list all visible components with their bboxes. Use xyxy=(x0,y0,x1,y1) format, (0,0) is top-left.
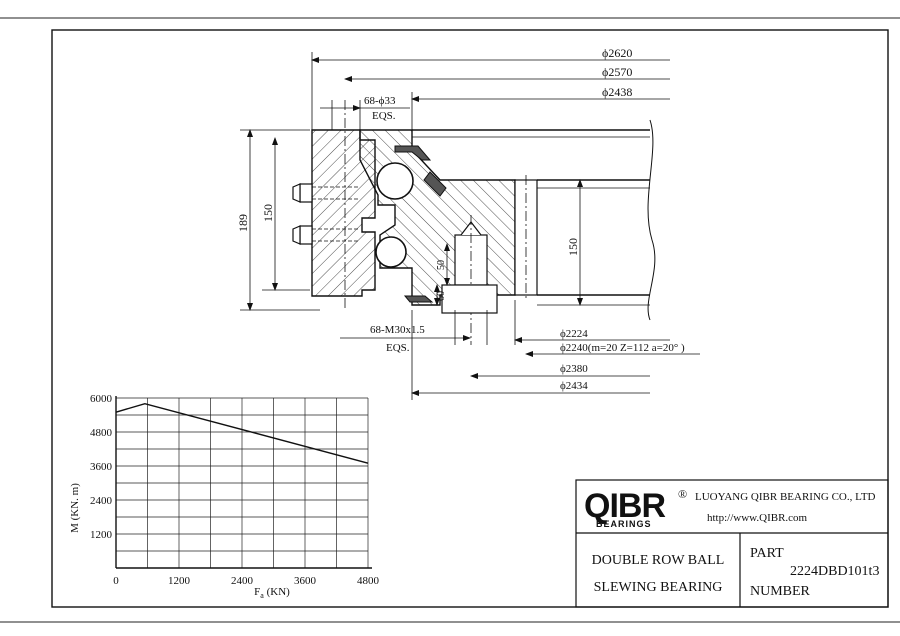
load-chart: 0 1200 2400 3600 4800 1200 2400 3600 4800 6000 M… xyxy=(69,393,380,600)
x-tick-label: 4800 xyxy=(357,575,380,587)
logo-registered-mark: ® xyxy=(678,487,687,501)
dim-height-total: 189 xyxy=(236,214,250,232)
ball-upper xyxy=(376,162,414,200)
chart-x-label: Fa (KN) xyxy=(254,586,290,600)
x-tick-label: 2400 xyxy=(231,575,254,587)
dim-holes-inner: 68-M30x1.5 xyxy=(370,324,425,336)
chart-y-tick-labels: 1200 2400 3600 4800 6000 xyxy=(90,393,113,541)
y-tick-label: 4800 xyxy=(90,427,113,439)
company-name: LUOYANG QIBR BEARING CO., LTD xyxy=(695,491,876,503)
dim-bolt-depth-b: 60 xyxy=(436,291,447,301)
dim-d-gear-pitch: ϕ2240(m=20 Z=112 a=20° ) xyxy=(560,342,685,354)
part-label-line-2: NUMBER xyxy=(750,584,811,599)
ball-lower xyxy=(375,236,407,268)
x-tick-label: 3600 xyxy=(294,575,317,587)
dim-height-outer-ring: 150 xyxy=(261,204,275,222)
page-frame xyxy=(0,17,900,623)
x-tick-label: 1200 xyxy=(168,575,191,587)
part-number: 2224DBD101t3 xyxy=(790,564,879,579)
description-line-2: SLEWING BEARING xyxy=(594,580,723,595)
chart-y-label: M (KN. m) xyxy=(69,483,81,533)
dim-d-gear-root: ϕ2224 xyxy=(560,328,588,340)
seal-right xyxy=(423,171,447,197)
bolt-upper xyxy=(292,183,360,203)
dim-bolt-depth-a: 50 xyxy=(436,260,447,270)
title-block: QIBR ® BEARINGS LUOYANG QIBR BEARING CO.… xyxy=(575,479,889,608)
inner-bolt xyxy=(441,215,498,345)
dim-d-outer: ϕ2620 xyxy=(602,46,632,60)
y-tick-label: 3600 xyxy=(90,461,113,473)
chart-x-tick-labels: 0 1200 2400 3600 4800 xyxy=(113,575,379,587)
logo-subtitle: BEARINGS xyxy=(596,519,652,529)
dim-holes-inner-eqs: EQS. xyxy=(386,342,410,354)
bearing-cross-section xyxy=(292,100,656,345)
y-tick-label: 6000 xyxy=(90,393,113,405)
seal-top xyxy=(394,145,432,161)
inner-ring xyxy=(359,129,516,306)
y-tick-label: 2400 xyxy=(90,495,113,507)
dim-d-bolt-circle-outer: ϕ2570 xyxy=(602,65,632,79)
x-tick-label: 0 xyxy=(113,575,119,587)
dimensions: ϕ2620 ϕ2570 ϕ2438 68-ϕ33 EQS. 189 150 15… xyxy=(236,46,700,400)
description-line-1: DOUBLE ROW BALL xyxy=(592,553,725,568)
dim-d-inner-ring-outer: ϕ2434 xyxy=(560,380,588,392)
part-label-line-1: PART xyxy=(750,546,784,561)
dim-height-inner-ring: 150 xyxy=(566,238,580,256)
seal-bottom xyxy=(403,295,434,303)
y-tick-label: 1200 xyxy=(90,529,113,541)
dim-holes-outer: 68-ϕ33 xyxy=(364,95,396,107)
dim-holes-outer-eqs: EQS. xyxy=(372,110,396,122)
company-url: http://www.QIBR.com xyxy=(707,512,808,524)
logo: QIBR xyxy=(584,487,665,525)
bolt-lower xyxy=(292,225,360,245)
chart-series-line xyxy=(115,402,369,464)
dim-d-bolt-circle-inner: ϕ2380 xyxy=(560,363,588,375)
dim-d-ring-inner-edge: ϕ2438 xyxy=(602,85,632,99)
chart-axes xyxy=(115,396,372,569)
chart-grid xyxy=(115,397,369,569)
